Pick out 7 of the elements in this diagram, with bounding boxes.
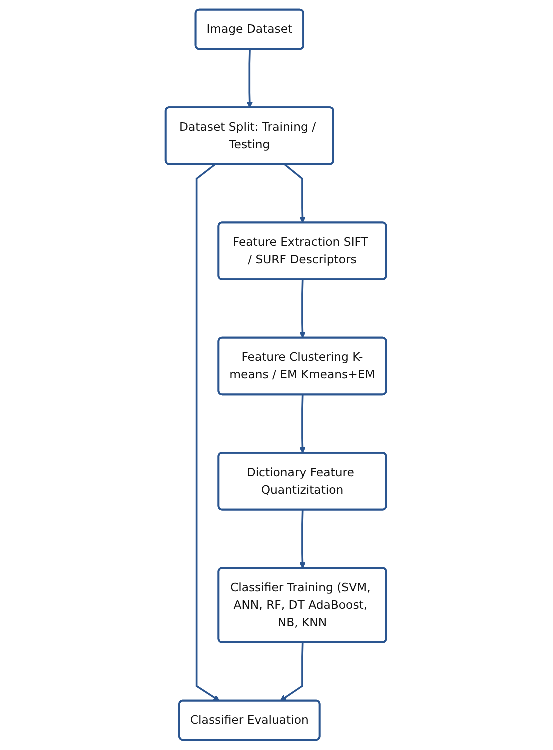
arrow: [247, 50, 254, 108]
arrow: [300, 395, 306, 454]
arrow: [284, 164, 306, 224]
arrow: [300, 510, 306, 569]
arrow: [280, 642, 304, 702]
arrow: [196, 164, 220, 702]
arrow: [300, 280, 306, 338]
